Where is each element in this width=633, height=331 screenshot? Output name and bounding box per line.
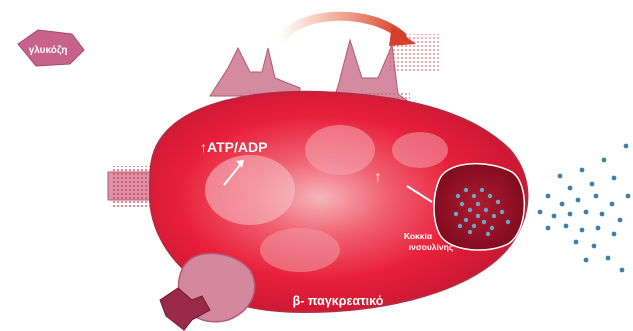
glucose-molecule: γλυκόζη	[18, 30, 84, 66]
glucose-label: γλυκόζη	[29, 45, 68, 56]
cell-lower-bulge	[160, 254, 255, 330]
insulin-granules-label-line2: ινσουλίνης	[409, 242, 454, 252]
up-arrow-label: ↑	[375, 168, 382, 184]
cell-label-line2: κύτταρο	[320, 316, 368, 330]
released-insulin-granules	[538, 144, 631, 273]
insulin-granules-label-line1: Κοκκία	[404, 231, 433, 241]
atp-adp-label: ↑ATP/ADP	[200, 139, 267, 155]
cell-label-line1: β- παγκρεατικό	[293, 294, 384, 308]
